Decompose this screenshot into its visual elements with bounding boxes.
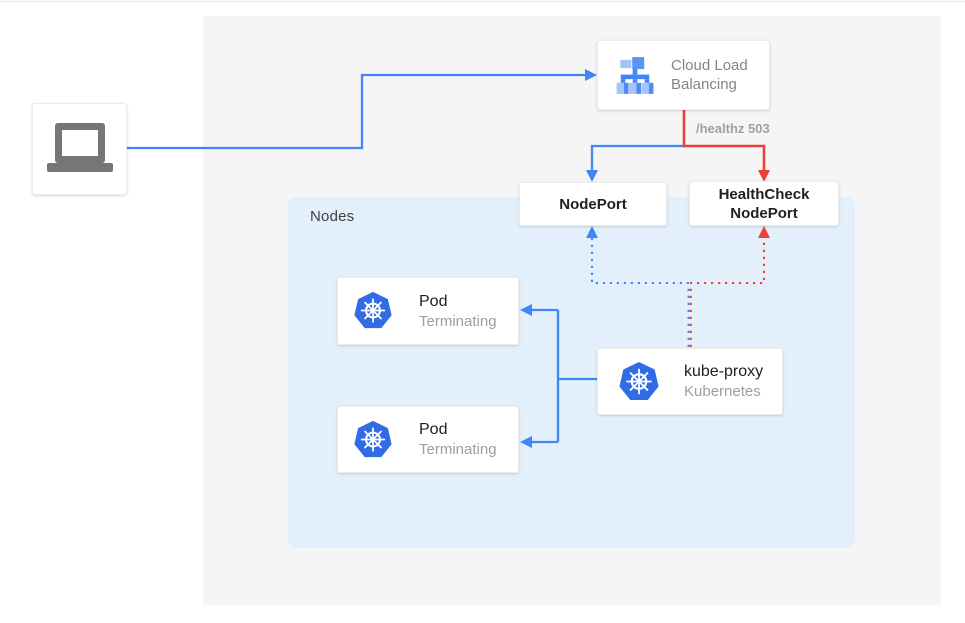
healthcheck-nodeport-node: HealthCheck NodePort: [689, 181, 839, 226]
pod-status: Terminating: [419, 312, 497, 330]
pod-title: Pod: [419, 292, 448, 310]
kubernetes-icon: [353, 419, 393, 458]
pod-status: Terminating: [419, 441, 497, 458]
kube-proxy-text: kube-proxy Kubernetes: [684, 361, 763, 402]
cloud-load-balancing-label: Cloud Load Balancing: [671, 57, 748, 93]
top-divider: [0, 1, 965, 2]
pod-text: Pod Terminating: [419, 291, 497, 332]
load-balancer-icon: [616, 56, 654, 94]
pod-text: Pod Terminating: [419, 419, 497, 460]
nodeport-node: NodePort: [519, 182, 667, 226]
client-node: [32, 103, 127, 195]
kube-proxy-node: kube-proxy Kubernetes: [597, 348, 783, 415]
pod-terminating-node-2: Pod Terminating: [337, 406, 519, 473]
pod-terminating-node-1: Pod Terminating: [337, 277, 519, 345]
kubernetes-icon: [353, 291, 393, 330]
pod-title: Pod: [419, 421, 448, 438]
kube-proxy-title: kube-proxy: [684, 363, 764, 380]
nodeport-label: NodePort: [559, 195, 627, 213]
kubernetes-icon: [618, 360, 660, 401]
healthz-503-label: /healthz 503: [696, 121, 770, 136]
laptop-icon: [46, 123, 113, 172]
cloud-load-balancing-node: Cloud Load Balancing: [597, 40, 770, 110]
nodes-container-label: Nodes: [310, 208, 355, 225]
kube-proxy-subtitle: Kubernetes: [684, 383, 761, 400]
healthcheck-nodeport-label: HealthCheck NodePort: [718, 185, 810, 222]
